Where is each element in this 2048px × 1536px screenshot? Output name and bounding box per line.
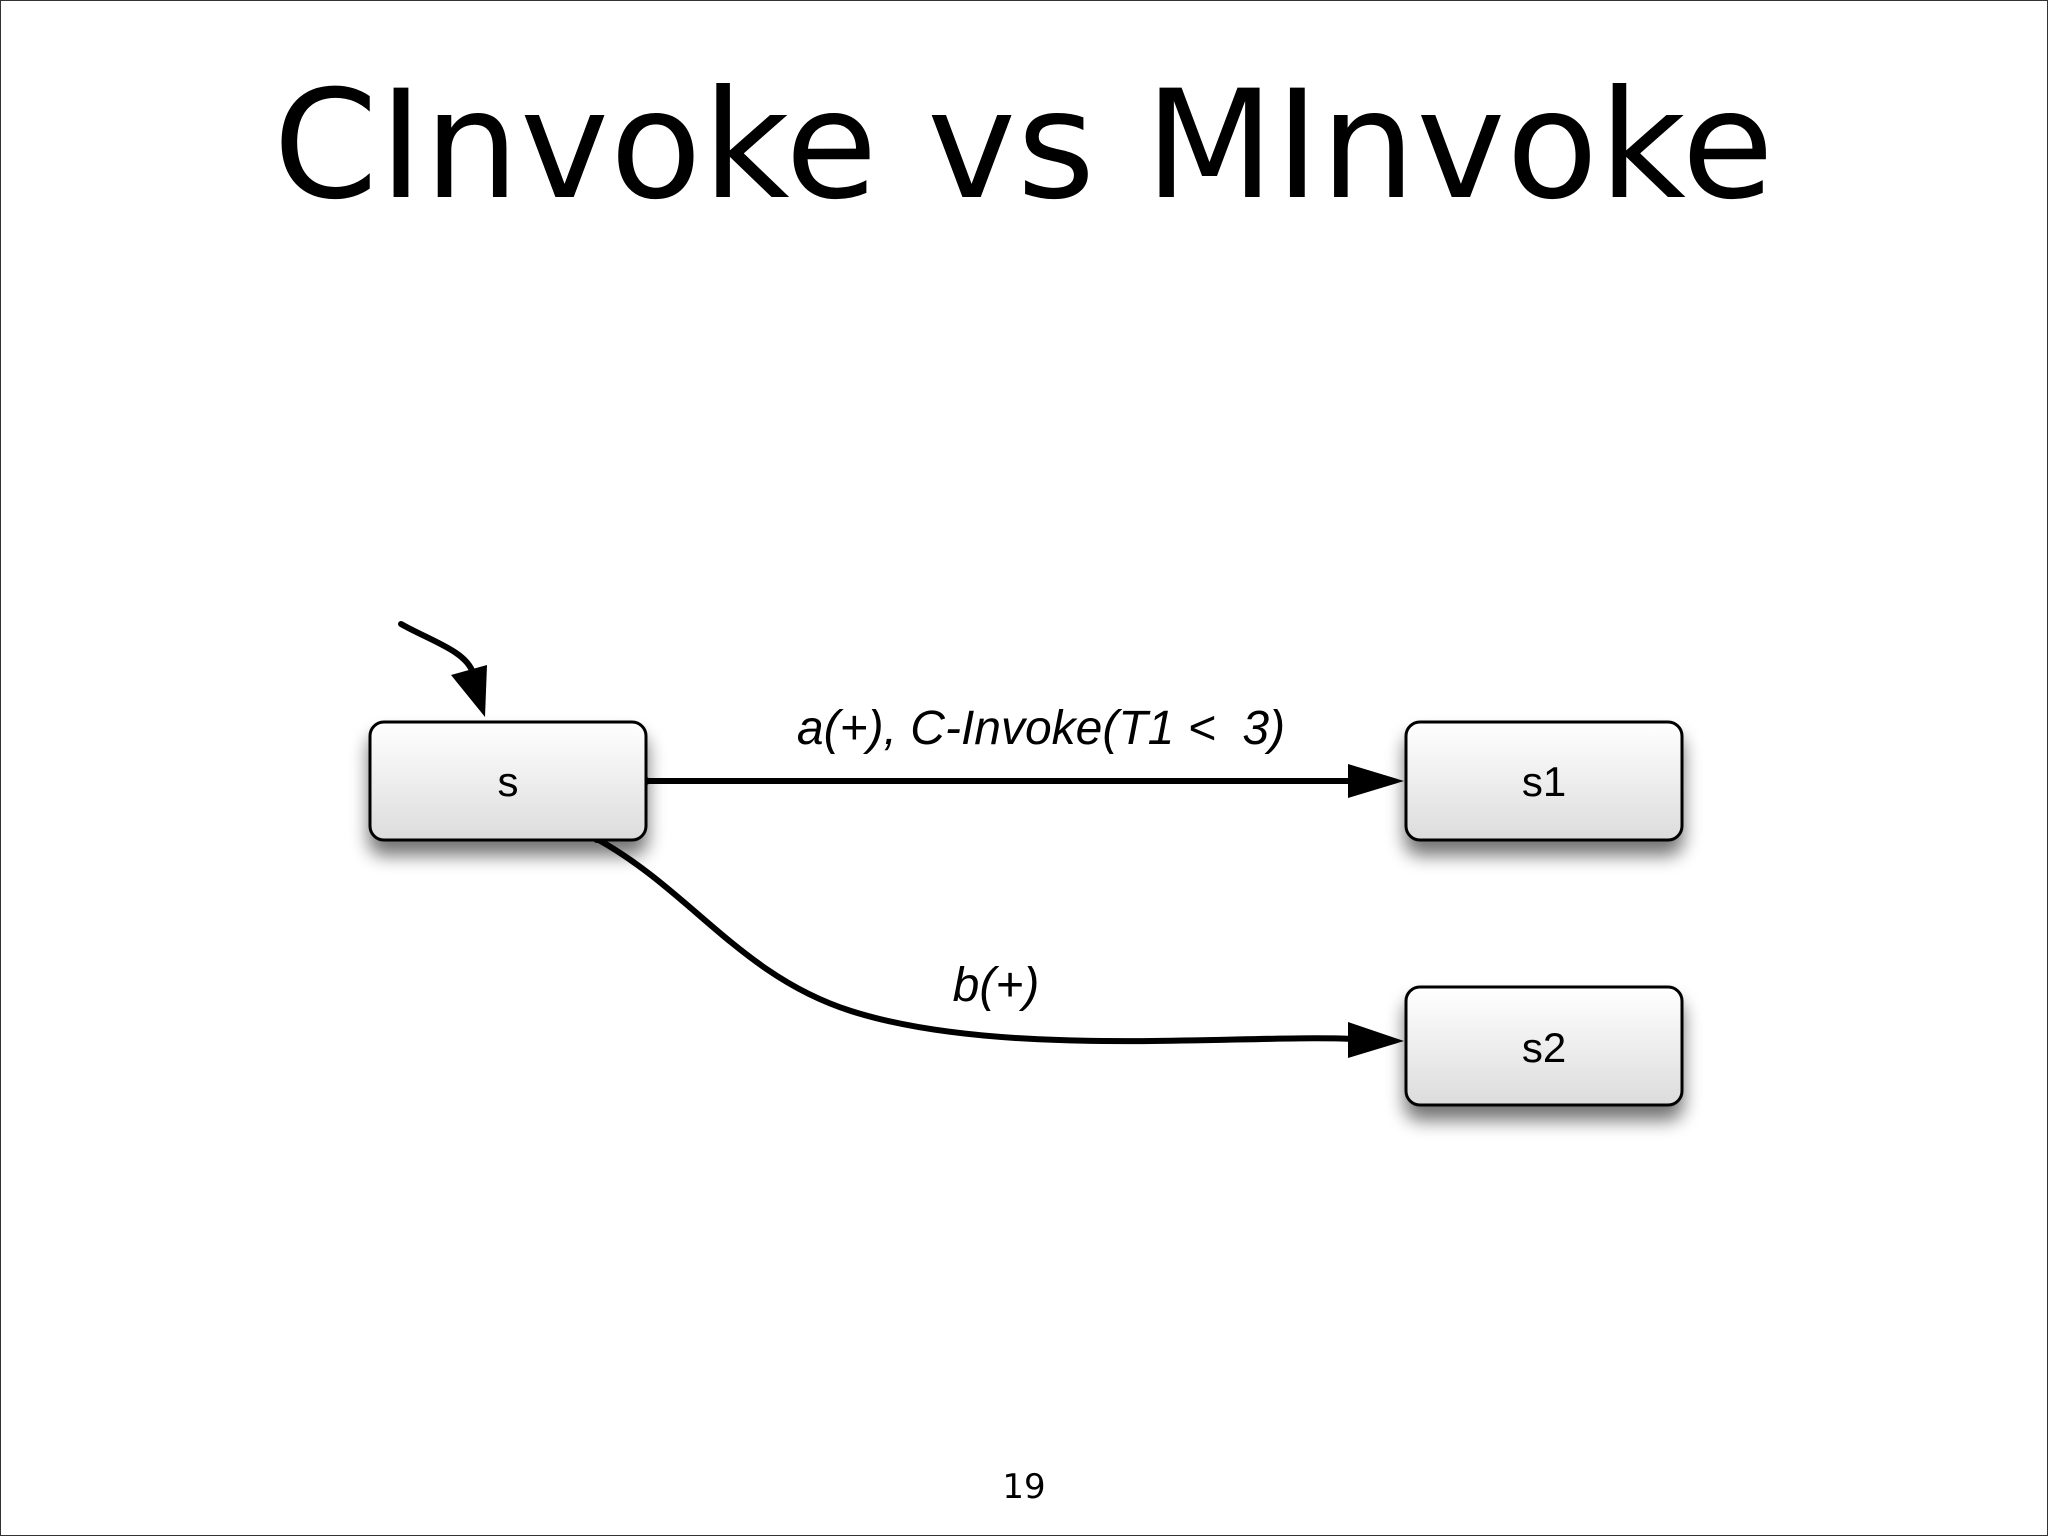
- state-s-label: s: [498, 758, 519, 805]
- initial-state-arrow: [398, 621, 487, 717]
- transition-s-to-s1[interactable]: [642, 764, 1404, 798]
- state-s[interactable]: [368, 720, 648, 842]
- transition-s-to-s1-label: a(+), C-Invoke(T1 < 3): [797, 702, 1285, 755]
- transition-s-to-s2[interactable]: [593, 835, 1404, 1058]
- state-s2-label: s2: [1522, 1024, 1566, 1071]
- slide-title: CInvoke vs MInvoke: [273, 59, 1775, 233]
- transition-s-to-s2-label: b(+): [953, 959, 1040, 1012]
- page-number: 19: [1002, 1467, 1046, 1507]
- state-s2[interactable]: [1404, 985, 1684, 1107]
- state-s1-label: s1: [1522, 758, 1566, 805]
- state-s1[interactable]: [1404, 720, 1684, 842]
